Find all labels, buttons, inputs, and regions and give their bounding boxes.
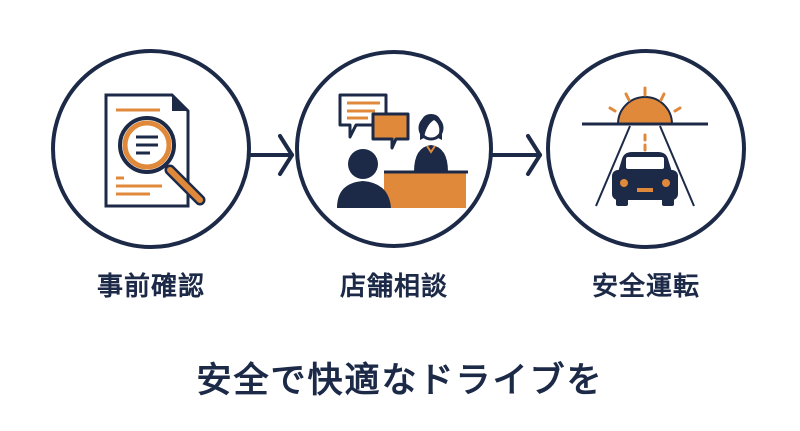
consultation-counter-icon xyxy=(337,93,468,208)
step-1-circle xyxy=(51,49,251,249)
tagline: 安全で快適なドライブを xyxy=(196,361,604,401)
step-2-circle xyxy=(295,50,493,248)
car-sunrise-road-icon xyxy=(582,86,708,207)
step-2-label: 店舗相談 xyxy=(339,272,448,302)
arrow-right-icon xyxy=(490,134,542,176)
step-3-label: 安全運転 xyxy=(591,272,700,302)
document-magnifier-icon xyxy=(104,93,206,208)
arrow-right-icon xyxy=(249,134,294,176)
step-1-label: 事前確認 xyxy=(96,272,205,302)
step-3-circle xyxy=(546,49,746,249)
